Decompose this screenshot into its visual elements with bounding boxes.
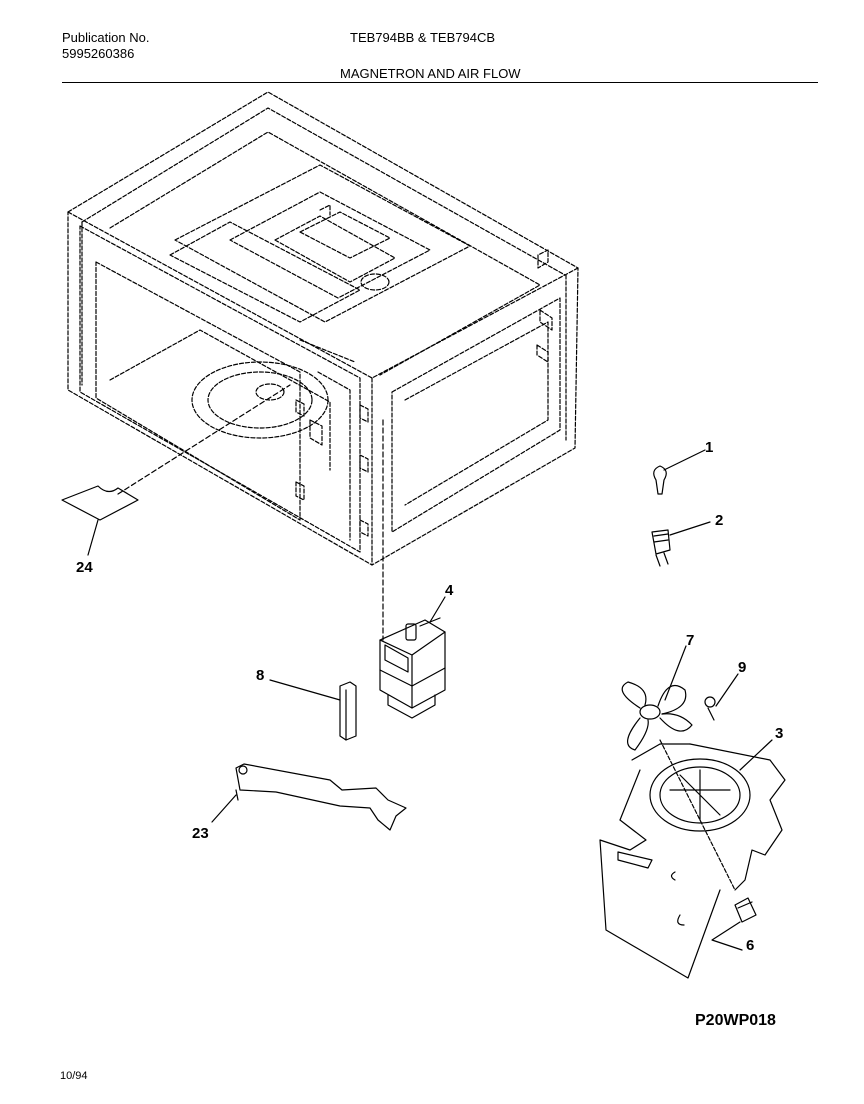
callout-24: 24 [76,559,93,576]
callout-1: 1 [705,439,713,456]
part-4-magnetron [379,419,446,719]
part-1-lamp [653,449,706,495]
callout-6: 6 [746,937,754,954]
section-title: MAGNETRON AND AIR FLOW [340,66,521,81]
publication-number: 5995260386 [62,46,135,61]
part-2-socket [651,521,711,567]
part-24-seal [61,485,139,556]
callout-23: 23 [192,825,209,842]
oven-cavity [67,91,579,566]
part-6-thermal-cutout [711,897,757,951]
callout-3: 3 [775,725,783,742]
publication-label: Publication No. [62,30,150,45]
drawing-code: P20WP018 [695,1012,776,1029]
callout-2: 2 [715,512,723,529]
header-rule [62,82,818,83]
leader-24 [117,384,291,495]
revision-date: 10/94 [60,1070,88,1082]
part-3-air-guide [599,739,786,979]
callout-7: 7 [686,632,694,649]
model-numbers: TEB794BB & TEB794CB [350,30,496,45]
callout-4: 4 [445,582,454,599]
callout-8: 8 [256,667,264,684]
part-9-screw [704,673,739,721]
callout-9: 9 [738,659,746,676]
part-8-bar [269,679,357,741]
part-23-duct [211,763,407,831]
part-7-fan-blade [621,645,693,751]
